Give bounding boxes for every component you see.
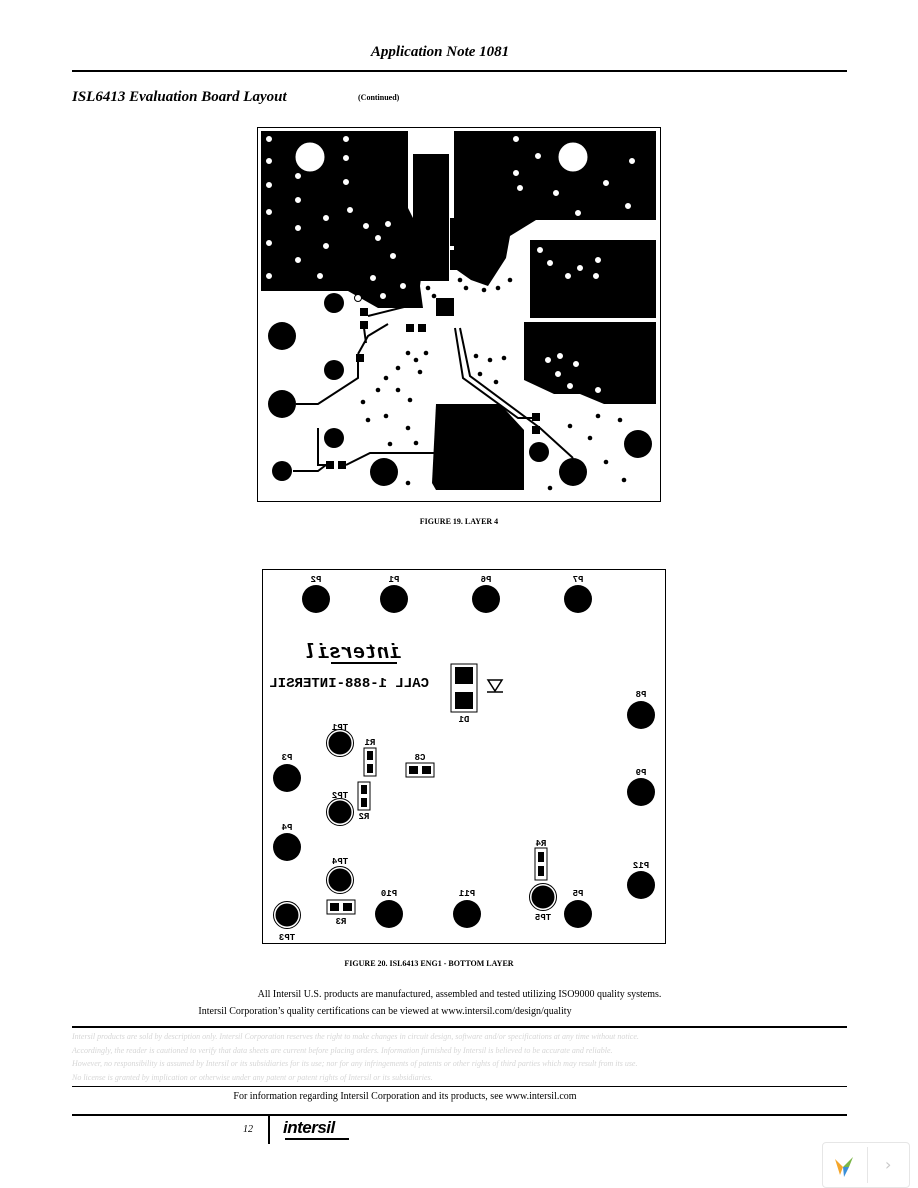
pad-p11 <box>453 900 481 928</box>
copper-inductor-a <box>450 218 474 246</box>
silk-r3: R3 <box>336 917 347 927</box>
silk-logo: intersil <box>305 642 401 665</box>
silk-p11: P11 <box>458 889 475 899</box>
silk-p8: P8 <box>636 690 647 700</box>
disclaimer-text: Intersil products are sold by descriptio… <box>72 1032 639 1082</box>
copper-pour-top-left <box>261 131 423 308</box>
header-rule <box>72 70 847 72</box>
silk-p5: P5 <box>573 889 584 899</box>
copper-pour-right-low <box>524 322 656 404</box>
continued-label: (Continued) <box>358 93 400 102</box>
diode-symbol <box>486 679 504 693</box>
viewer-logo-icon <box>835 1157 853 1177</box>
silk-p2: P2 <box>311 575 322 585</box>
pad-p8 <box>627 701 655 729</box>
silk-p4: P4 <box>281 823 292 833</box>
bottom-layer-artwork: intersil CALL 1-888-INTERSIL P2 P1 P6 P7… <box>269 575 655 943</box>
page-divider <box>268 1116 270 1144</box>
silk-p12: P12 <box>633 861 649 871</box>
silk-tp5: TP5 <box>535 913 551 923</box>
pad-p12 <box>627 871 655 899</box>
pad-p4 <box>273 833 301 861</box>
figure-19-layer4-image <box>257 127 661 502</box>
silk-r1: R1 <box>364 738 375 748</box>
widget-divider <box>867 1147 868 1183</box>
next-page-chevron-icon[interactable]: › <box>885 1155 892 1174</box>
page-header-title: Application Note 1081 <box>370 44 510 60</box>
logo-underline <box>285 1138 349 1140</box>
pad-tp2 <box>328 800 352 824</box>
silk-p10: P10 <box>381 889 397 899</box>
ic-thermal-pad <box>436 298 454 316</box>
pad-p10 <box>375 900 403 928</box>
pad-p3 <box>273 764 301 792</box>
footer-rule-mid <box>72 1086 847 1087</box>
silk-c8: C8 <box>415 753 426 763</box>
pad-p5 <box>564 900 592 928</box>
quality-statement-1: All Intersil U.S. products are manufactu… <box>257 989 662 1000</box>
viewer-page-widget[interactable]: › <box>822 1142 910 1188</box>
silk-call-text: CALL 1-888-INTERSIL <box>269 676 429 692</box>
silk-p3: P3 <box>282 753 293 763</box>
footer-rule-top <box>72 1026 847 1028</box>
silk-tp4: TP4 <box>331 857 348 867</box>
figure-19-caption: FIGURE 19. LAYER 4 <box>419 517 499 526</box>
pad-tp1 <box>328 731 352 755</box>
silk-p6: P6 <box>481 575 492 585</box>
silk-tp1: TP1 <box>331 723 348 733</box>
silk-p9: P9 <box>636 768 647 778</box>
copper-strip-center <box>413 154 449 281</box>
pad-p1 <box>380 585 408 613</box>
pad-p6 <box>472 585 500 613</box>
pad-p7 <box>564 585 592 613</box>
silk-p1: P1 <box>388 575 399 585</box>
silk-tp3: TP3 <box>279 933 295 943</box>
figure-20-caption: FIGURE 20. ISL6413 ENG1 - BOTTOM LAYER <box>344 959 514 968</box>
pad-p9 <box>627 778 655 806</box>
page-number: 12 <box>243 1124 253 1135</box>
info-statement: For information regarding Intersil Corpo… <box>233 1091 577 1102</box>
copper-inductor-b <box>450 250 474 270</box>
silk-tp2: TP2 <box>332 791 348 801</box>
section-title: ISL6413 Evaluation Board Layout <box>72 89 287 105</box>
footer-rule-bottom <box>72 1114 847 1116</box>
pad-p2 <box>302 585 330 613</box>
pad-tp5 <box>531 885 555 909</box>
copper-pour-right-mid <box>530 240 656 318</box>
silk-p7: P7 <box>573 575 584 585</box>
quality-statement-2: Intersil Corporation’s quality certifica… <box>198 1006 572 1017</box>
pad-tp3 <box>275 903 299 927</box>
silk-d1: D1 <box>458 715 469 725</box>
silk-r2: R2 <box>359 812 370 822</box>
intersil-footer-logo: intersil <box>283 1118 335 1137</box>
copper-pour-bottom-center <box>432 404 524 490</box>
copper-pour-top-right <box>454 131 656 286</box>
layer4-artwork <box>261 131 656 491</box>
silk-r4: R4 <box>535 839 546 849</box>
figure-20-bottom-layer-image: intersil CALL 1-888-INTERSIL P2 P1 P6 P7… <box>262 569 666 944</box>
pad-tp4 <box>328 868 352 892</box>
